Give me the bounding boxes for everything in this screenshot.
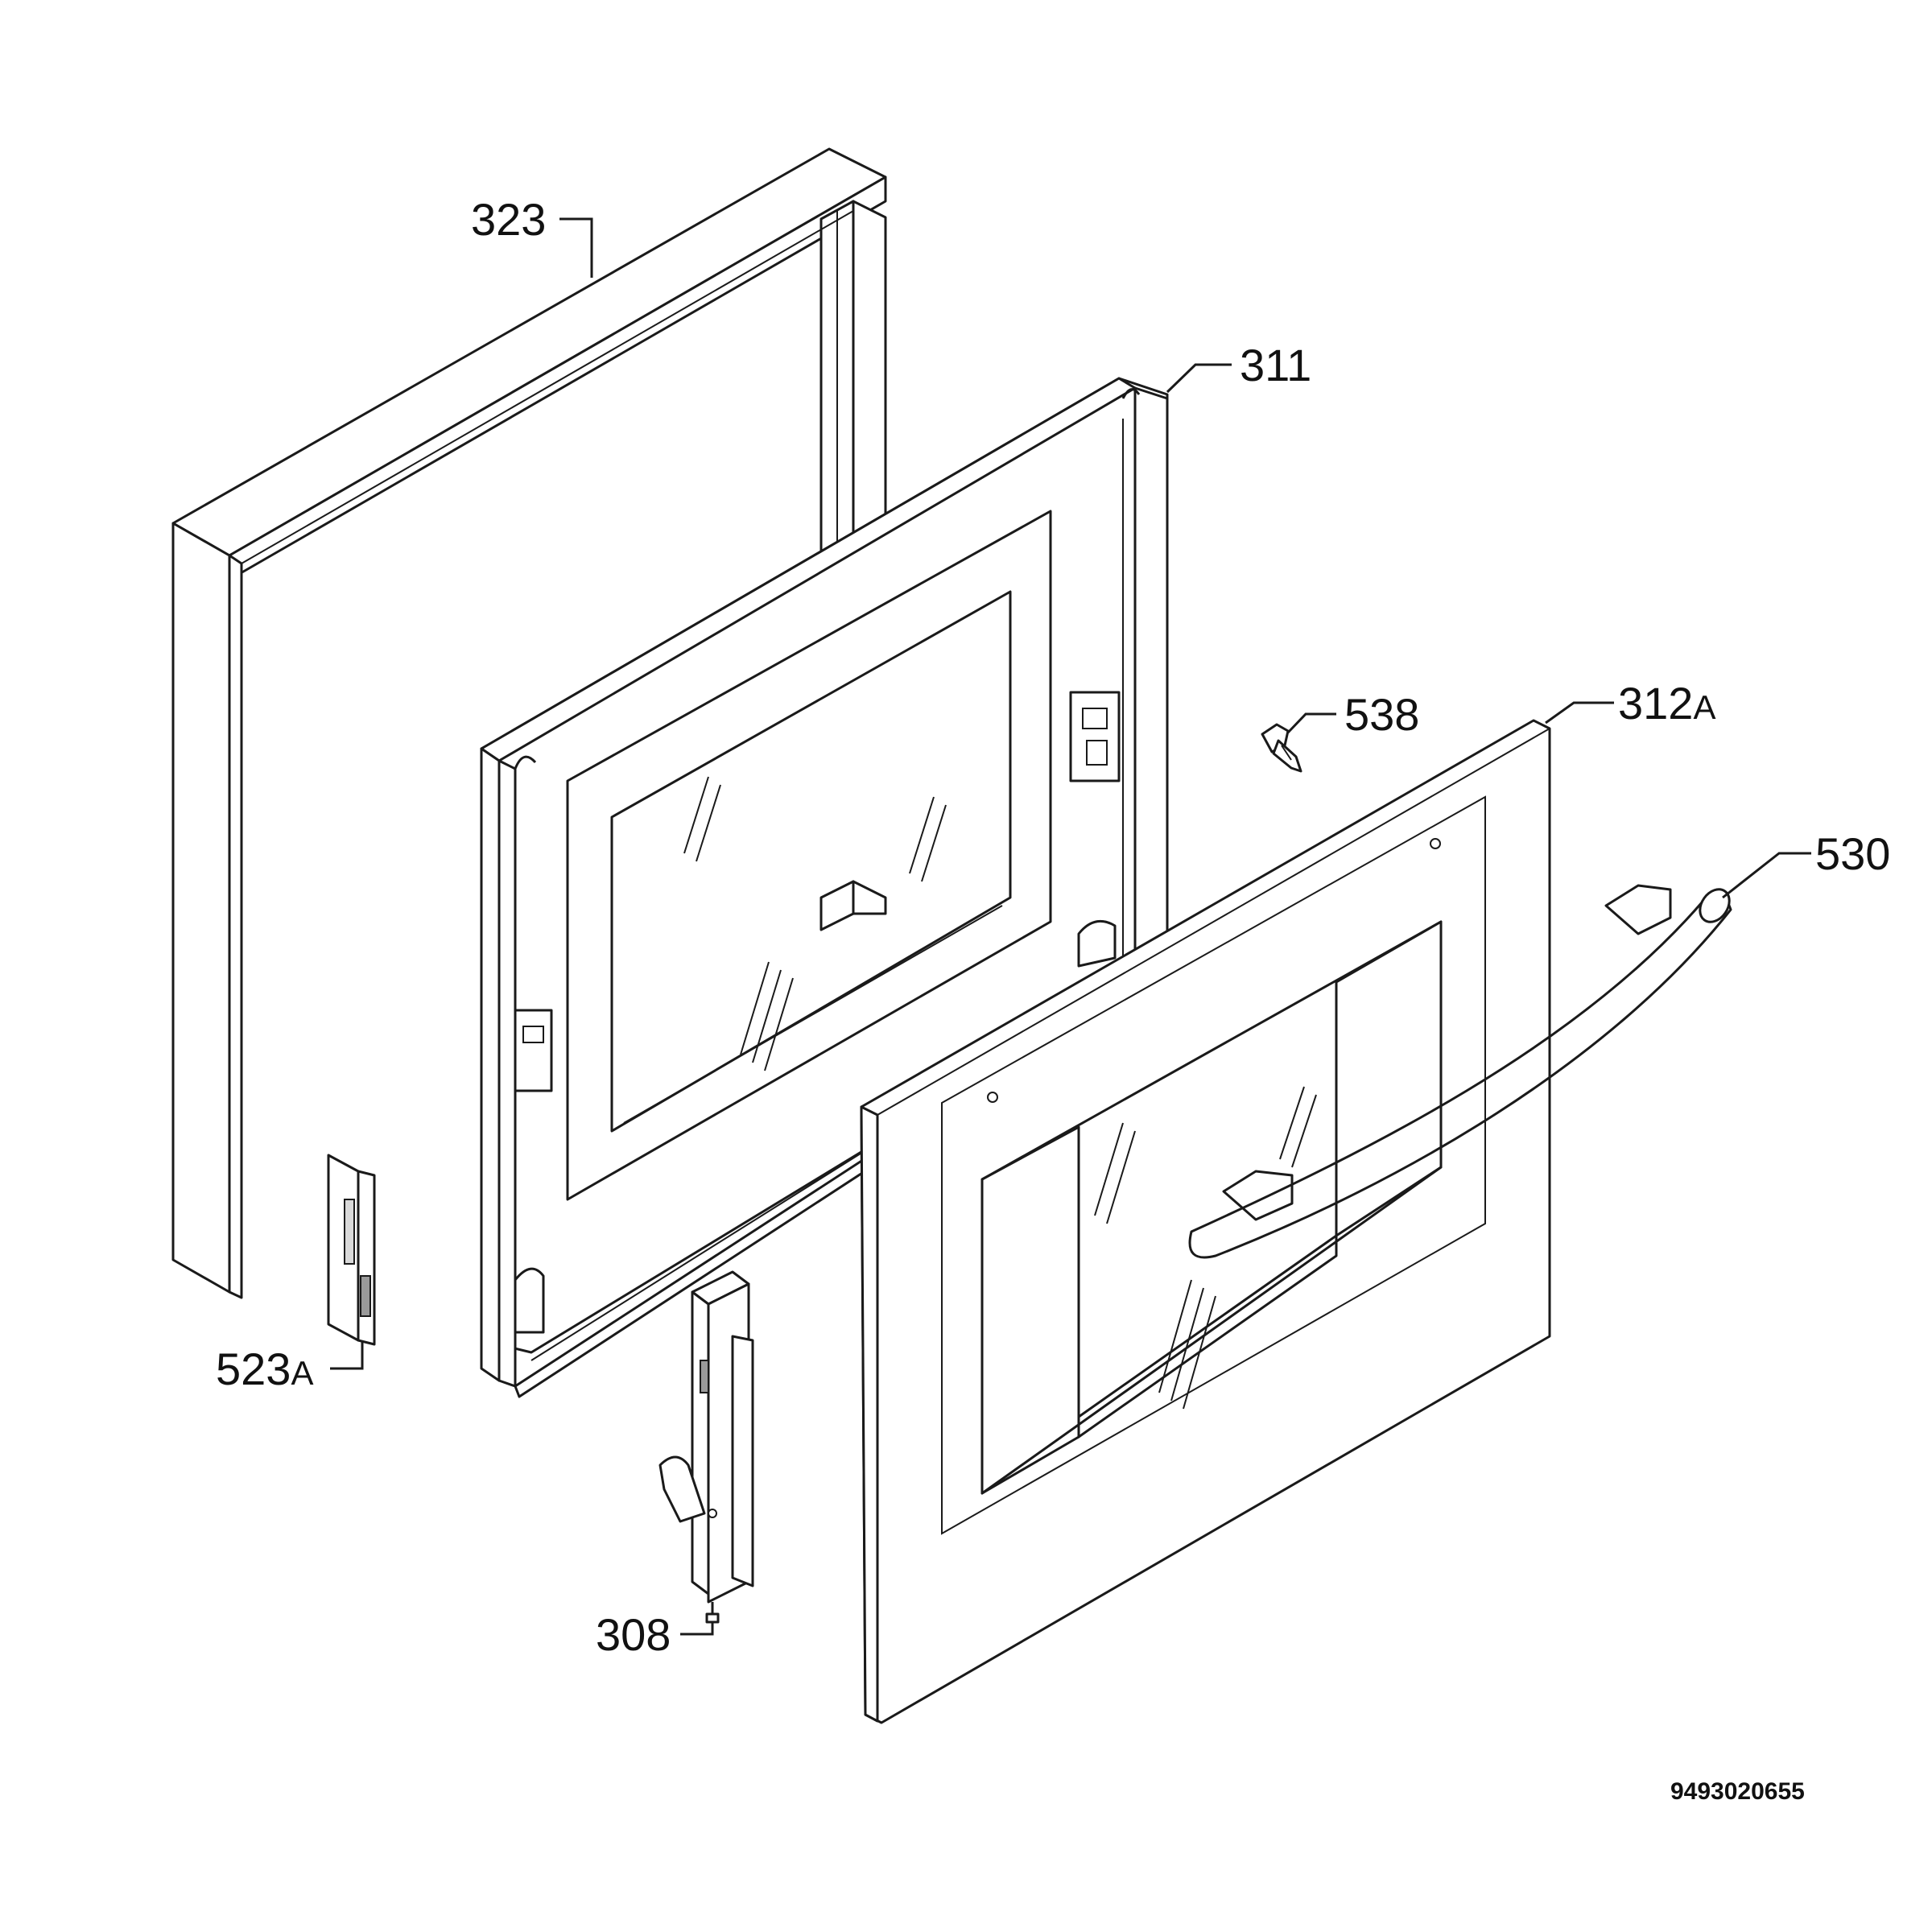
leader-523a [330, 1340, 364, 1370]
catch-523a [327, 1154, 376, 1346]
label-311: 311 [1240, 340, 1311, 390]
glass-reflection-marks [683, 776, 947, 1071]
label-308: 308 [596, 1609, 671, 1660]
inner-door-bracket-right [1069, 691, 1121, 782]
inner-door-bracket-bottom [514, 919, 1117, 1334]
frame-323-channel [819, 880, 887, 931]
leader-308 [680, 1622, 714, 1636]
screw-538 [1261, 723, 1302, 773]
callout-labels: 323 311 538 312A 530 523A 308 [216, 194, 1890, 1660]
document-number: 9493020655 [1670, 1778, 1805, 1805]
label-523a: 523A [216, 1344, 313, 1394]
inner-door-bracket-left [514, 1009, 553, 1092]
label-312a: 312A [1618, 678, 1715, 729]
leader-311 [1166, 363, 1232, 394]
leader-312a [1545, 701, 1614, 724]
outer-glass-reflection-marks [1094, 1086, 1317, 1410]
outer-door-312a [860, 719, 1551, 1724]
leader-lines [330, 217, 1811, 1636]
handle-530 [1188, 884, 1732, 1259]
label-538: 538 [1344, 689, 1419, 740]
hinge-308 [658, 1270, 754, 1624]
label-323: 323 [471, 194, 546, 245]
leader-538 [1286, 712, 1336, 734]
label-530: 530 [1815, 828, 1890, 879]
leader-530 [1722, 852, 1811, 899]
leader-323 [559, 217, 593, 278]
